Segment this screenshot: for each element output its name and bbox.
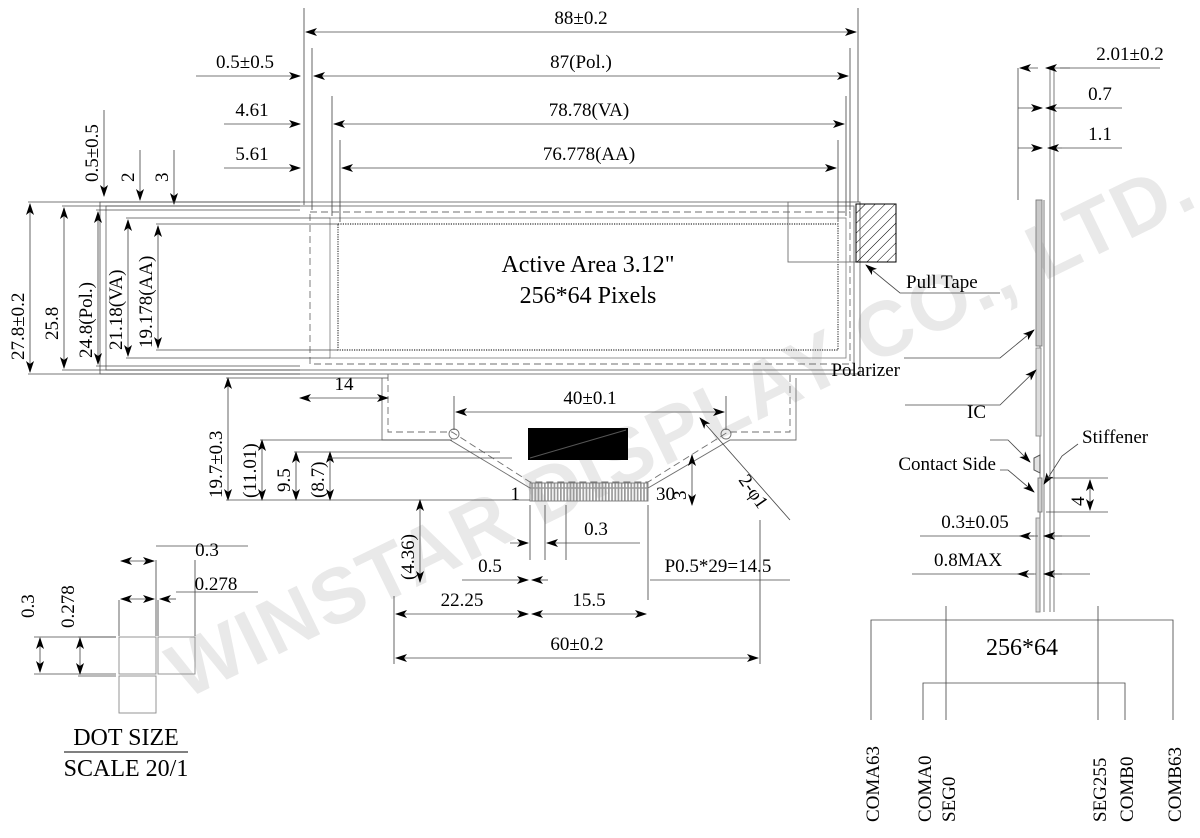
dim-active-area-height: 19.178(AA) <box>136 256 157 348</box>
polarizer-layer <box>1035 199 1043 347</box>
dim-left-offset-aa: 5.61 <box>235 144 268 165</box>
pull-tape-layer <box>1035 347 1042 437</box>
dim-dot-pitch-v: 0.3 <box>18 594 39 618</box>
pin-label-seg0: SEG0 <box>939 777 960 822</box>
label-contact-side: Contact Side <box>898 454 996 475</box>
dim-fpc-height-436: (4.36) <box>398 534 419 580</box>
dim-left-offset-va: 4.61 <box>235 100 268 121</box>
ic-bump <box>1033 454 1041 474</box>
label-polarizer: Polarizer <box>831 360 900 381</box>
dot-size-scale: SCALE 20/1 <box>64 756 189 782</box>
pull-tape-block <box>855 203 897 263</box>
dim-pin-first-offset: 0.5 <box>478 556 502 577</box>
dim-viewing-area-width: 78.78(VA) <box>549 100 629 121</box>
dim-overall-height: 27.8±0.2 <box>8 293 29 360</box>
dim-fpc-total-height: 19.7±0.3 <box>206 431 227 498</box>
dim-pin-pitch-detail: 0.3 <box>584 519 608 540</box>
pin-number-first: 1 <box>511 484 521 505</box>
dim-top-offset-pol: 0.5±0.5 <box>82 124 103 182</box>
dim-fpc-height-11: (11.01) <box>240 443 261 498</box>
pin-number-last: 30 <box>656 484 675 505</box>
dim-dot-size-v: 0.278 <box>58 585 79 628</box>
dim-top-offset-aa: 3 <box>152 173 173 183</box>
fpc-tail-layer <box>1035 517 1041 613</box>
label-ic: IC <box>967 402 986 423</box>
dim-top-offset-va: 2 <box>118 173 139 183</box>
pin-label-coma63: COMA63 <box>863 746 884 822</box>
dim-pin-pitch-total: P0.5*29=14.5 <box>665 556 772 577</box>
glass-outline <box>105 205 855 371</box>
fpc-view: 2-φ1 14 40±0.1 19.7±0.3 (11.01) 9.5 (8.7… <box>206 374 797 664</box>
dim-tail-height: 3 <box>670 491 691 501</box>
fpc-pin-field <box>529 482 649 502</box>
dim-max-thickness: 0.8MAX <box>934 550 1002 571</box>
dim-fpc-height-87: (8.7) <box>308 462 329 498</box>
label-pull-tape: Pull Tape <box>906 272 978 293</box>
dim-total-thickness: 2.01±0.2 <box>1096 44 1163 65</box>
front-view: 88±0.2 87(Pol.) 78.78(VA) 76.778(AA) 0.5… <box>8 8 1000 375</box>
pin-label-seg255: SEG255 <box>1090 758 1111 822</box>
dim-dot-size-h: 0.278 <box>195 574 238 595</box>
side-view: 2.01±0.2 0.7 1.1 Polarizer IC Contact Si… <box>831 44 1164 613</box>
pin-label-coma0: COMA0 <box>915 755 936 822</box>
dot-square-1 <box>118 636 157 675</box>
dim-glass-thickness: 0.7 <box>1088 84 1112 105</box>
dot-square-3 <box>118 675 157 714</box>
dim-fpc-thickness: 0.3±0.05 <box>941 512 1008 533</box>
dim-polarizer-height: 24.8(Pol.) <box>76 282 97 358</box>
dim-fpc-ic-width: 40±0.1 <box>563 388 616 409</box>
stiffener-layer <box>1037 477 1043 513</box>
dim-fpc-left-offset: 14 <box>335 374 355 395</box>
fpc-outline-dashed <box>387 374 791 483</box>
pin-label-comb0: COMB0 <box>1117 757 1138 822</box>
dim-fpc-total-width: 60±0.2 <box>550 634 603 655</box>
dim-dot-pitch-h: 0.3 <box>195 540 219 561</box>
pin-map-resolution: 256*64 <box>986 635 1058 661</box>
dot-size-detail: 0.3 0.278 0.3 0.278 DOT SIZE SCALE 20/1 <box>18 540 258 782</box>
pin-label-comb63: COMB63 <box>1165 747 1186 822</box>
dim-stiffener-length: 4 <box>1068 496 1089 506</box>
active-area-label-line1: Active Area 3.12" <box>501 252 674 278</box>
dim-overall-width: 88±0.2 <box>554 8 607 29</box>
dim-polarizer-width: 87(Pol.) <box>550 52 612 73</box>
dim-viewing-area-height: 21.18(VA) <box>106 270 127 350</box>
label-stiffener: Stiffener <box>1082 427 1149 448</box>
active-area-label-line2: 256*64 Pixels <box>520 283 657 309</box>
dim-glass-height: 25.8 <box>42 307 63 340</box>
dim-stack-thickness: 1.1 <box>1088 124 1112 145</box>
active-area-outline <box>337 223 839 351</box>
viewing-area-outline <box>329 217 847 359</box>
dim-left-offset-pol: 0.5±0.5 <box>216 52 274 73</box>
dot-size-title: DOT SIZE <box>73 725 179 751</box>
dim-pin-field-width: 15.5 <box>572 590 605 611</box>
dim-pin-left-offset: 22.25 <box>441 590 484 611</box>
pin-map: 256*64 COMA63 COMA0 SEG0 SEG255 COMB0 CO… <box>863 606 1186 822</box>
polarizer-outline <box>309 211 851 365</box>
dim-fpc-height-95: 9.5 <box>274 468 295 492</box>
dot-square-2 <box>157 636 196 675</box>
dim-active-area-width: 76.778(AA) <box>543 144 635 165</box>
